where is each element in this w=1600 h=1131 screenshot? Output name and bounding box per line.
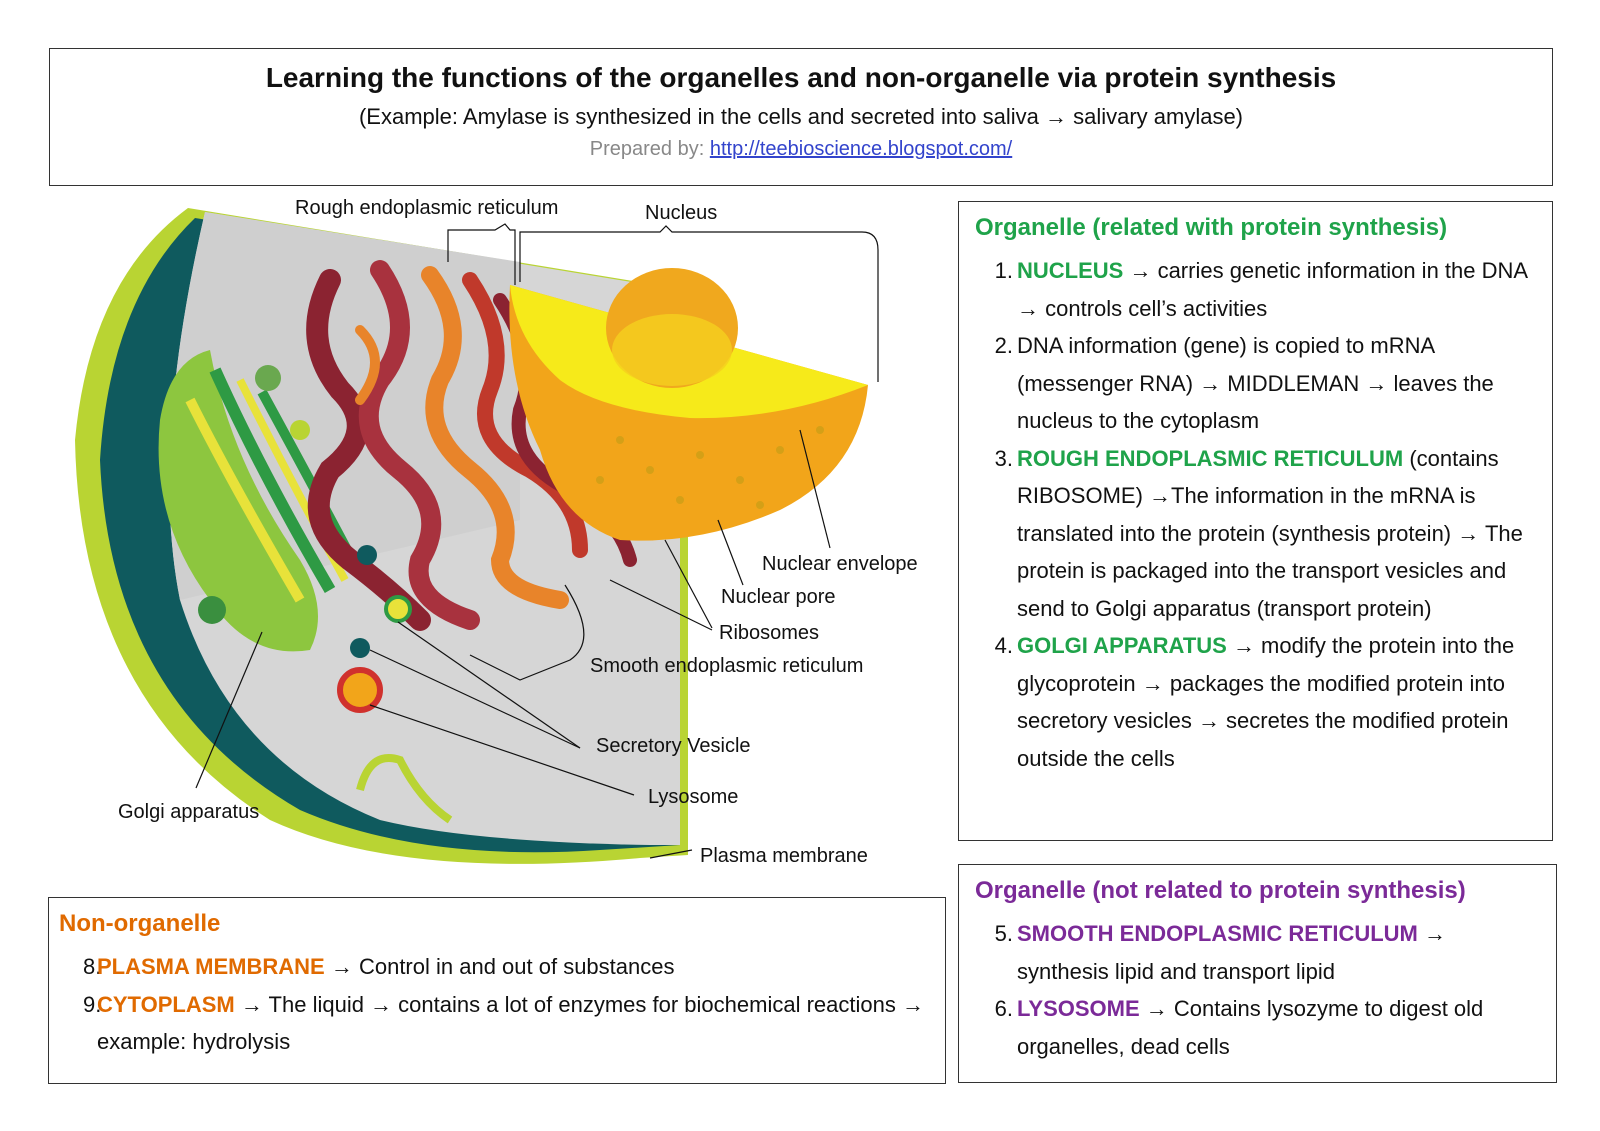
item-number: 1. bbox=[994, 258, 1013, 283]
label-nucleus: Nucleus bbox=[645, 202, 718, 224]
page-title: Learning the functions of the organelles… bbox=[265, 62, 1337, 93]
item-text: → Control in and out of substances bbox=[324, 954, 675, 979]
panel-protein-synthesis: Organelle (related with protein synthesi… bbox=[958, 201, 1553, 841]
label-rough-er: Rough endoplasmic reticulum bbox=[295, 197, 559, 219]
item-text: → modify the protein into the glycoprote… bbox=[1017, 633, 1515, 771]
panel-not-protein-synthesis: Organelle (not related to protein synthe… bbox=[958, 864, 1557, 1083]
nuclear-pores bbox=[596, 426, 824, 509]
item-keyword: LYSOSOME bbox=[1017, 996, 1140, 1021]
protein-list: 1. NUCLEUS → carries genetic information… bbox=[975, 252, 1536, 777]
prepared-by-label: Prepared by: bbox=[589, 138, 705, 160]
list-item: 1. NUCLEUS → carries genetic information… bbox=[975, 252, 1536, 327]
label-smooth-er: Smooth endoplasmic reticulum bbox=[590, 655, 864, 677]
list-item: 6. LYSOSOME → Contains lysozyme to diges… bbox=[975, 990, 1540, 1065]
list-item: 3. ROUGH ENDOPLASMIC RETICULUM (contains… bbox=[975, 440, 1536, 628]
panel-title-non-organelle: Non-organelle bbox=[59, 910, 221, 937]
item-text: → The liquid → contains a lot of enzymes… bbox=[97, 991, 924, 1055]
list-item: 5. SMOOTH ENDOPLASMIC RETICULUM → synthe… bbox=[975, 915, 1540, 990]
item-number: 8. bbox=[83, 954, 102, 979]
list-item: 2. DNA information (gene) is copied to m… bbox=[975, 327, 1536, 440]
item-text: → carries genetic information in the DNA… bbox=[1017, 258, 1527, 321]
item-keyword: GOLGI APPARATUS bbox=[1017, 633, 1227, 658]
panel-title-protein: Organelle (related with protein synthesi… bbox=[975, 214, 1448, 241]
label-ribosomes: Ribosomes bbox=[719, 622, 820, 644]
nonorg-list: 8. PLASMA MEMBRANE → Control in and out … bbox=[59, 948, 935, 1061]
item-number: 9. bbox=[83, 991, 102, 1017]
item-text: (contains RIBOSOME) →The information in … bbox=[1017, 445, 1523, 621]
secretion-pocket bbox=[356, 754, 453, 824]
list-item: 9. CYTOPLASM → The liquid → contains a l… bbox=[59, 986, 935, 1061]
item-keyword: PLASMA MEMBRANE bbox=[97, 954, 325, 979]
blog-link[interactable]: http://teebioscience.blogspot.com/ bbox=[709, 138, 1013, 160]
item-text: → Contains lysozyme to digest old organe… bbox=[1017, 996, 1484, 1059]
panel-non-organelle: Non-organelle 8. PLASMA MEMBRANE → Contr… bbox=[48, 897, 946, 1084]
prepared-by: Prepared by: http://teebioscience.blogsp… bbox=[50, 138, 1552, 161]
header-box: Learning the functions of the organelles… bbox=[49, 48, 1553, 186]
item-keyword: SMOOTH ENDOPLASMIC RETICULUM bbox=[1017, 921, 1418, 946]
item-keyword: NUCLEUS bbox=[1017, 258, 1124, 283]
label-secretory-vesicle: Secretory Vesicle bbox=[596, 735, 751, 757]
label-nuclear-pore: Nuclear pore bbox=[721, 586, 836, 608]
list-item: 4. GOLGI APPARATUS → modify the protein … bbox=[975, 627, 1536, 777]
item-number: 4. bbox=[994, 633, 1013, 658]
label-plasma-membrane: Plasma membrane bbox=[700, 845, 868, 867]
page-subtitle: (Example: Amylase is synthesized in the … bbox=[358, 104, 1244, 129]
label-golgi: Golgi apparatus bbox=[118, 801, 260, 823]
item-number: 2. bbox=[994, 333, 1013, 358]
list-item: 8. PLASMA MEMBRANE → Control in and out … bbox=[59, 948, 935, 986]
item-keyword: CYTOPLASM bbox=[97, 991, 235, 1017]
item-number: 3. bbox=[994, 445, 1013, 471]
item-text: DNA information (gene) is copied to mRNA… bbox=[1017, 333, 1494, 433]
label-nuclear-envelope: Nuclear envelope bbox=[762, 553, 918, 575]
nonprotein-list: 5. SMOOTH ENDOPLASMIC RETICULUM → synthe… bbox=[975, 915, 1540, 1065]
leader-lines bbox=[195, 223, 879, 859]
label-lysosome: Lysosome bbox=[648, 786, 739, 808]
secretory-vesicle-shape bbox=[384, 595, 412, 623]
panel-title-not-protein: Organelle (not related to protein synthe… bbox=[975, 877, 1466, 904]
item-keyword: ROUGH ENDOPLASMIC RETICULUM bbox=[1017, 445, 1404, 471]
cell-diagram bbox=[75, 208, 879, 864]
lysosome-shape bbox=[337, 667, 383, 713]
item-text: → synthesis lipid and transport lipid bbox=[1017, 921, 1447, 984]
item-number: 5. bbox=[994, 921, 1013, 946]
item-number: 6. bbox=[994, 996, 1013, 1021]
